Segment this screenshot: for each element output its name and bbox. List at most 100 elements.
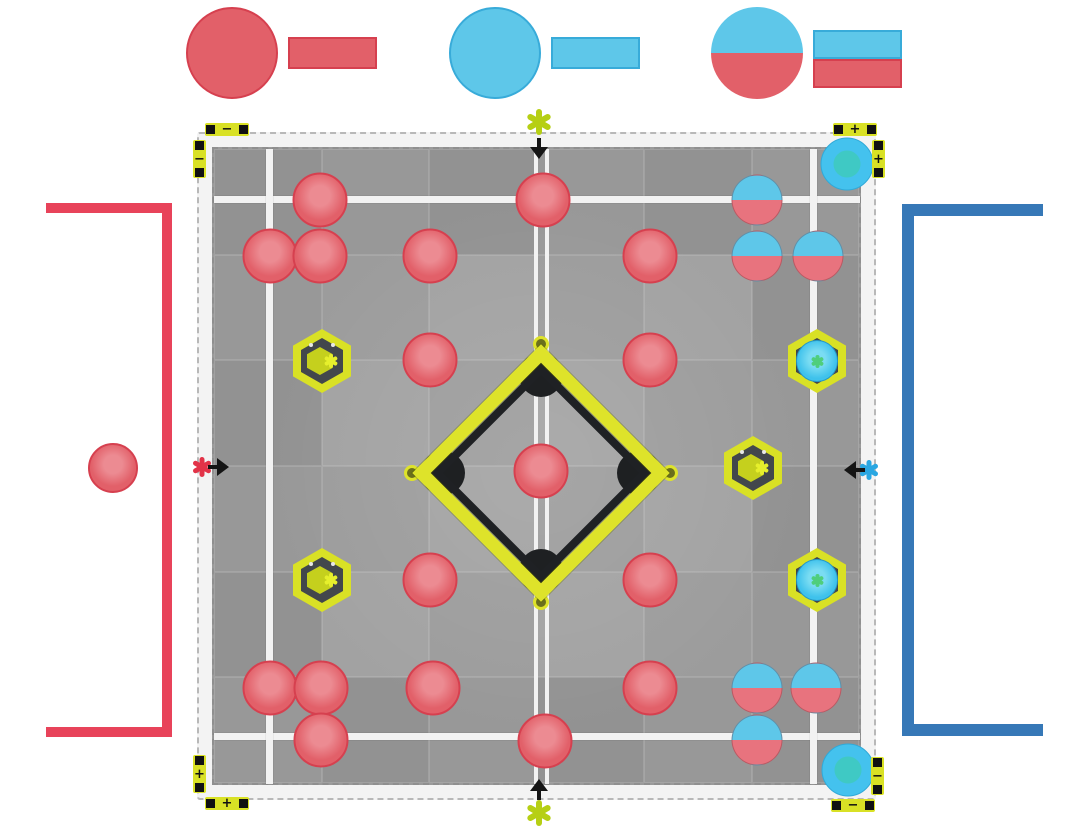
- legend-split-ball-type-circle: [711, 7, 803, 99]
- red-ball: [622, 660, 678, 716]
- legend-split-ball-type-bar-top: [813, 30, 902, 59]
- edge-marker-right-asterisk: [859, 460, 879, 480]
- red-ball: [405, 660, 461, 716]
- red-preload-ball: [88, 443, 138, 493]
- corner-marker-end: [834, 125, 843, 134]
- red-ball: [402, 332, 458, 388]
- corner-marker-sign: +: [873, 151, 884, 167]
- diamond-corner-pad: [519, 549, 563, 593]
- split-red-blue-ball: [790, 662, 842, 714]
- hex-rivet: [309, 562, 313, 566]
- red-ball: [402, 552, 458, 608]
- blue-corner-ball-center: [834, 756, 862, 784]
- red-ball: [292, 172, 348, 228]
- corner-marker-end: [832, 801, 841, 810]
- corner-marker-sign: +: [849, 122, 861, 137]
- red-ball: [293, 712, 349, 768]
- blue-corner-ball: [820, 137, 874, 191]
- split-red-blue-ball: [731, 174, 783, 226]
- edge-marker-bottom-asterisk: [526, 800, 552, 826]
- corner-marker-bottom-right-vertical: −: [871, 757, 884, 795]
- red-ball: [515, 172, 571, 228]
- corner-marker-end: [239, 125, 248, 134]
- blue-alliance-zone-bracket: [902, 204, 1043, 736]
- edge-marker-left-arrow: [208, 458, 230, 476]
- corner-marker-top-right-horizontal: +: [833, 123, 877, 136]
- red-ball: [242, 228, 298, 284]
- red-ball: [242, 660, 298, 716]
- corner-marker-end: [873, 785, 882, 794]
- hex-pin-asterisk: [323, 354, 339, 368]
- edge-marker-arrow-head: [530, 147, 548, 159]
- edge-marker-arrow-stem: [537, 790, 541, 800]
- edge-marker-bottom-arrow: [530, 778, 548, 800]
- edge-marker-arrow-stem: [855, 468, 865, 472]
- red-ball: [513, 443, 569, 499]
- edge-marker-arrow-head: [844, 461, 856, 479]
- blue-corner-ball-center: [833, 150, 861, 178]
- legend-red-ball-type-bar: [288, 37, 377, 69]
- red-ball: [402, 228, 458, 284]
- red-ball: [622, 228, 678, 284]
- diamond-corner-pad: [617, 451, 661, 495]
- foam-tile: [536, 254, 644, 361]
- corner-marker-end: [195, 783, 204, 792]
- hex-pin-asterisk: [754, 461, 770, 475]
- corner-marker-top-left-horizontal: −: [205, 123, 249, 136]
- red-alliance-zone-bracket: [46, 203, 172, 737]
- hex-rivet: [740, 450, 744, 454]
- corner-marker-end: [195, 756, 204, 765]
- corner-marker-sign: +: [221, 796, 233, 811]
- corner-marker-sign: −: [872, 768, 883, 784]
- corner-marker-top-right-vertical: +: [872, 140, 885, 178]
- corner-marker-bottom-right-horizontal: −: [831, 799, 875, 812]
- corner-marker-end: [873, 758, 882, 767]
- corner-marker-end: [195, 168, 204, 177]
- foam-tile: [321, 465, 429, 572]
- split-red-blue-ball: [792, 230, 844, 282]
- hex-station: [293, 329, 351, 393]
- hex-rivet: [762, 450, 766, 454]
- hex-ball-asterisk: [810, 573, 824, 587]
- hex-station: [788, 548, 846, 612]
- edge-marker-top-asterisk: [526, 109, 552, 135]
- corner-marker-end: [867, 125, 876, 134]
- diamond-tip-ring: [533, 594, 549, 610]
- diamond-tip-ring: [662, 465, 678, 481]
- corner-marker-bottom-left-horizontal: +: [205, 797, 249, 810]
- tape-line-left: [266, 149, 273, 784]
- hex-ball-asterisk: [810, 354, 824, 368]
- edge-marker-right-arrow: [843, 461, 865, 479]
- corner-marker-end: [874, 141, 883, 150]
- corner-marker-sign: −: [221, 122, 233, 137]
- corner-marker-bottom-left-vertical: +: [193, 755, 206, 793]
- corner-marker-end: [874, 168, 883, 177]
- red-ball: [622, 332, 678, 388]
- hex-rivet: [309, 343, 313, 347]
- hex-rivet: [331, 343, 335, 347]
- edge-marker-top-arrow: [530, 138, 548, 160]
- blue-corner-ball: [821, 743, 875, 797]
- split-red-blue-ball: [731, 714, 783, 766]
- diamond-tip-ring: [404, 465, 420, 481]
- corner-marker-sign: −: [194, 151, 205, 167]
- corner-marker-end: [206, 125, 215, 134]
- diamond-tip-ring: [533, 336, 549, 352]
- red-ball: [292, 228, 348, 284]
- hex-rivet: [331, 562, 335, 566]
- legend-blue-ball-type-circle: [449, 7, 541, 99]
- edge-marker-arrow-stem: [537, 138, 541, 148]
- corner-marker-end: [239, 799, 248, 808]
- split-red-blue-ball: [731, 662, 783, 714]
- red-ball: [622, 552, 678, 608]
- legend-red-ball-type-circle: [186, 7, 278, 99]
- diamond-corner-pad: [421, 451, 465, 495]
- hex-station: [724, 436, 782, 500]
- hex-station: [293, 548, 351, 612]
- edge-marker-arrow-head: [530, 779, 548, 791]
- corner-marker-end: [865, 801, 874, 810]
- tape-line-right: [810, 149, 817, 784]
- edge-marker-arrow-head: [217, 458, 229, 476]
- legend-blue-ball-type-bar: [551, 37, 640, 69]
